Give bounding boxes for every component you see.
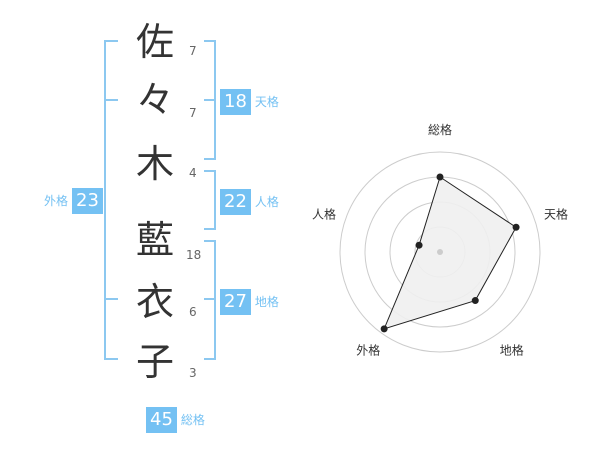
chikaku-bracket <box>204 240 216 360</box>
chikaku-value: 27 <box>220 289 251 315</box>
stroke-count-1: 7 <box>189 44 197 58</box>
gaikaku-bracket <box>104 40 118 360</box>
chikaku-bracket-tick <box>204 298 216 300</box>
jinkaku-bracket <box>204 170 216 230</box>
radar-axis-label-0: 総格 <box>428 122 452 137</box>
radar-point-1 <box>512 223 520 231</box>
name-char-1: 佐 <box>135 20 174 64</box>
gaikaku-bracket-tick-2 <box>104 298 118 300</box>
chikaku-badge: 27 地格 <box>220 289 283 315</box>
gaikaku-badge: 外格 23 <box>40 188 103 214</box>
stroke-count-3: 4 <box>189 166 197 180</box>
stroke-count-6: 3 <box>189 366 197 380</box>
stroke-count-5: 6 <box>189 305 197 319</box>
soukaku-value: 45 <box>146 407 177 433</box>
name-char-5: 衣 <box>135 280 174 324</box>
tenkaku-label: 天格 <box>254 95 279 109</box>
gaikaku-bracket-tick-1 <box>104 99 118 101</box>
jinkaku-value: 22 <box>220 189 251 215</box>
name-char-2: 々 <box>135 78 174 122</box>
soukaku-label: 総格 <box>180 413 205 427</box>
radar-series-polygon <box>383 176 517 330</box>
name-char-3: 木 <box>135 142 174 186</box>
radar-axis-label-3: 外格 <box>356 343 380 358</box>
soukaku-badge: 45 総格 <box>146 407 209 433</box>
name-char-6: 子 <box>135 340 174 384</box>
tenkaku-value: 18 <box>220 89 251 115</box>
radar-ring-4 <box>339 151 541 353</box>
radar-point-0 <box>436 173 444 181</box>
radar-center-dot <box>437 249 443 255</box>
gaikaku-value: 23 <box>72 188 103 214</box>
radar-point-3 <box>380 325 388 333</box>
tenkaku-bracket-tick <box>204 99 216 101</box>
name-char-4: 藍 <box>135 218 174 262</box>
gaikaku-label: 外格 <box>44 194 69 208</box>
radar-point-4 <box>415 241 423 249</box>
stroke-count-4: 18 <box>186 248 202 262</box>
jinkaku-badge: 22 人格 <box>220 189 283 215</box>
radar-axis-label-1: 天格 <box>544 206 568 221</box>
radar-axis-label-4: 人格 <box>312 206 336 221</box>
radar-axis-label-2: 地格 <box>500 343 524 358</box>
jinkaku-label: 人格 <box>254 195 279 209</box>
stroke-count-2: 7 <box>189 106 197 120</box>
chikaku-label: 地格 <box>254 295 279 309</box>
tenkaku-badge: 18 天格 <box>220 89 283 115</box>
radar-point-2 <box>471 297 479 305</box>
